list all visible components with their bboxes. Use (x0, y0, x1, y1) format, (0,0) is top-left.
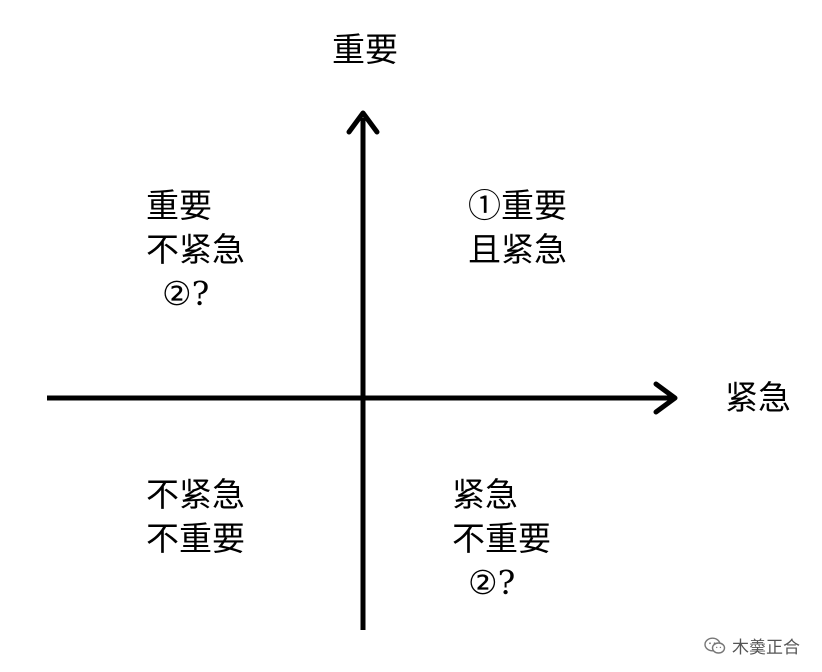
quadrant-bottom-left-line1: 不紧急 (146, 475, 245, 514)
quadrant-bottom-left: 不紧急 不重要 (146, 473, 245, 561)
quadrant-bottom-right-line3: ②? (468, 563, 516, 602)
quadrant-bottom-right: 紧急 不重要 ②? (452, 473, 551, 605)
quadrant-top-right: ①重要 且紧急 (468, 184, 567, 272)
y-axis-label: 重要 (332, 30, 398, 69)
watermark-text: 木羮正合 (732, 638, 800, 658)
wechat-icon (704, 636, 726, 654)
quadrant-top-left-line2: 不紧急 (146, 230, 245, 269)
x-axis-label: 紧急 (725, 378, 791, 417)
quadrant-top-left-line3: ②? (162, 274, 210, 313)
quadrant-top-right-line1: ①重要 (468, 186, 567, 225)
quadrant-bottom-right-line2: 不重要 (452, 519, 551, 558)
watermark: 木羮正合 (704, 633, 800, 658)
quadrant-top-left-line1: 重要 (146, 186, 212, 225)
y-axis-arrowhead (346, 110, 380, 135)
x-axis-arrowhead (653, 381, 678, 415)
quadrant-bottom-left-line2: 不重要 (146, 519, 245, 558)
quadrant-top-left: 重要 不紧急 ②? (146, 184, 245, 316)
quadrant-bottom-right-line1: 紧急 (452, 475, 518, 514)
quadrant-top-right-line2: 且紧急 (468, 230, 567, 269)
